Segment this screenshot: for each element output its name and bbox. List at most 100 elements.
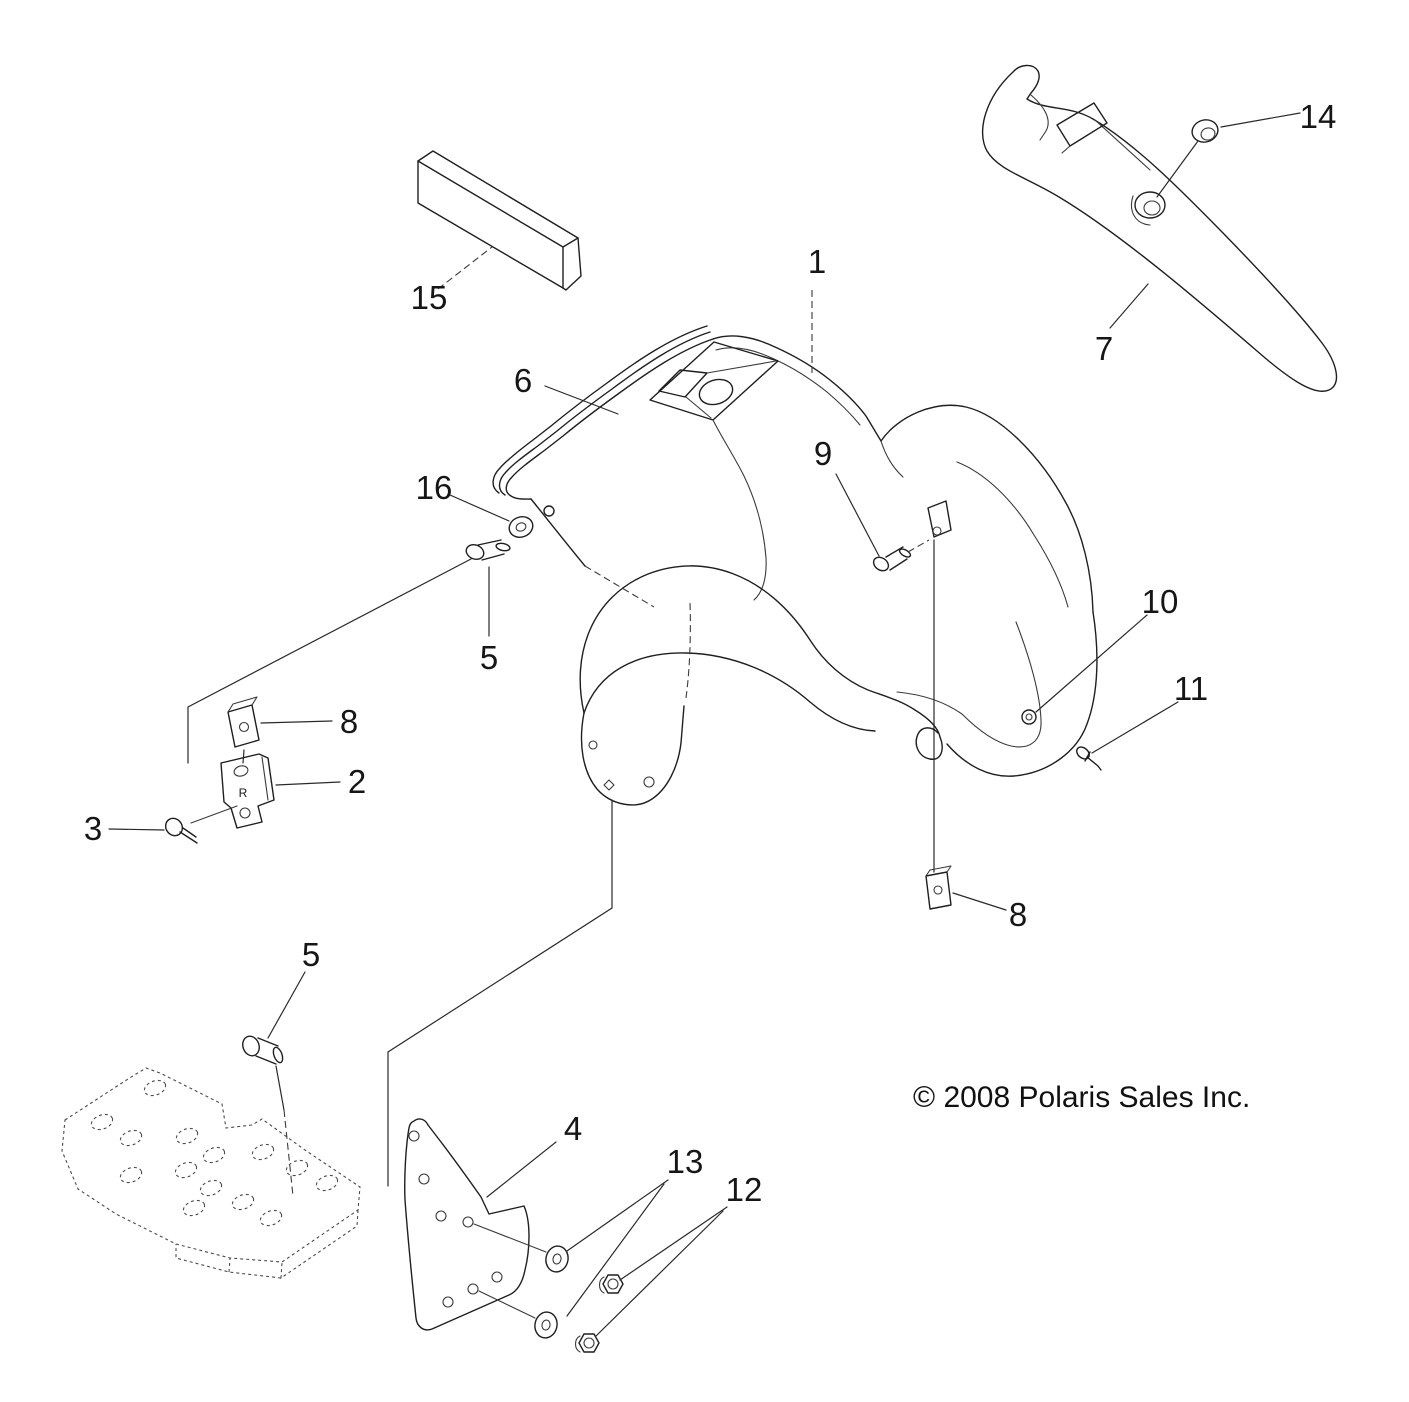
foam-strip-top-face: [417, 150, 579, 248]
bolt-5a-shank: [477, 539, 505, 561]
bracket-2-fold: [261, 756, 269, 801]
grommet-to-hole-line: [1156, 140, 1199, 198]
callout-11: 11: [1174, 670, 1208, 707]
callout-5b: 5: [302, 936, 320, 973]
bolt-9-end: [898, 548, 912, 558]
footrest-hole: [231, 1193, 255, 1211]
footrest-hole: [259, 1209, 283, 1227]
callout-4: 4: [564, 1110, 582, 1147]
splash-guard-hole: [491, 1271, 503, 1283]
callout-13: 13: [667, 1143, 704, 1180]
footrest-hole: [202, 1146, 226, 1164]
flare-horn-hidden-edge: [685, 601, 691, 699]
footrest-hole: [174, 1161, 198, 1179]
footrest-hole: [199, 1179, 223, 1197]
callout-16: 16: [416, 469, 453, 506]
side-cover-panel-part: [981, 64, 1338, 392]
flare-outer-curve: [579, 565, 941, 738]
nut-12a: [602, 1274, 624, 1294]
leader-line-10: [1035, 614, 1148, 713]
footrest-hole: [119, 1129, 143, 1147]
fender-molding-line-1: [498, 331, 711, 496]
leader-line-2: [275, 781, 341, 786]
nut-12b-collar: [574, 1335, 581, 1353]
clip-nut-8b-hole: [933, 885, 943, 895]
bolt-5a-head: [465, 543, 485, 561]
wheel-arch-inner-line: [956, 461, 1069, 608]
leader-line-4: [486, 1141, 557, 1198]
fender-left-edge: [505, 338, 714, 500]
screw-3-threads: [179, 827, 198, 844]
side-panel-hole-swirl: [1131, 195, 1151, 226]
flare-hook-tail: [915, 727, 943, 760]
leader-line-3: [108, 828, 165, 831]
fender-mount-tab-hole: [932, 526, 942, 536]
nut-12b: [578, 1333, 600, 1353]
callout-9: 9: [814, 435, 832, 472]
footrest-hole: [251, 1143, 275, 1161]
splash-guard-hole: [442, 1296, 454, 1308]
front-fender-part: [492, 290, 1098, 873]
callout-1: 1: [808, 243, 826, 280]
fender-hem-line: [896, 621, 1042, 748]
splash-guard-hole: [467, 1283, 479, 1295]
callout-7: 7: [1095, 330, 1113, 367]
witness-panel-line: [387, 799, 613, 1187]
side-panel-flap-edge: [1061, 145, 1071, 154]
leader-line-8b: [952, 892, 1007, 911]
callout-5a: 5: [480, 639, 498, 676]
fender-right-edge: [946, 611, 1098, 777]
fender-lower-left-edge: [530, 498, 586, 567]
clip-nut-8a-hole: [238, 721, 250, 733]
washer-16-inner: [515, 522, 527, 532]
splash-guard-hole: [408, 1130, 420, 1142]
grommet-inner: [1200, 127, 1216, 141]
left-hardware-group: R: [108, 494, 534, 844]
leader-line-16: [449, 494, 510, 522]
fender-mount-tab: [927, 500, 952, 538]
leader-line-13b: [566, 1183, 665, 1317]
fender-molding-line-2: [492, 325, 708, 494]
screw-3-head: [164, 817, 184, 837]
leader-line-15: [437, 246, 493, 290]
clip-nut-8b-body: [925, 871, 952, 910]
fender-recess-channel-top: [706, 360, 777, 374]
bracket-2-slot: [233, 765, 249, 777]
splash-guard-outline: [404, 1118, 530, 1331]
washer-16: [508, 516, 534, 538]
fender-top-edge: [712, 335, 882, 442]
bolt-5b-shank: [255, 1037, 279, 1065]
callout-3: 3: [84, 810, 102, 847]
callout-6: 6: [514, 362, 532, 399]
wheel-arch-left-edge: [880, 440, 904, 478]
footrest-hole: [143, 1079, 167, 1097]
side-panel-claw-line: [1030, 94, 1049, 141]
hole-to-washer-13b: [478, 1290, 536, 1319]
footrest-hole: [315, 1174, 339, 1192]
bolt-5b-end: [272, 1046, 284, 1064]
fender-flare-part: [579, 565, 943, 806]
rivet-10: [1021, 709, 1037, 725]
fender-top-inner-line: [715, 347, 861, 426]
bolt-5b-witness-hidden: [283, 1109, 294, 1197]
leader-line-12a: [619, 1206, 728, 1281]
leader-line-5b: [267, 971, 306, 1039]
washer-13b: [534, 1311, 558, 1339]
nut-12a-collar: [598, 1276, 605, 1294]
bolt-5b-witness: [275, 1065, 285, 1111]
callout-10: 10: [1142, 583, 1179, 620]
washer-13b-inner: [541, 1319, 551, 1331]
screw-3-to-bracket: [190, 805, 238, 824]
clip-nut-8a-top: [227, 696, 258, 713]
nut-12b-hole: [583, 1337, 595, 1349]
leader-line-11: [1091, 701, 1179, 754]
fender-lower-left-hidden: [584, 565, 655, 608]
foam-strip-end-face: [562, 237, 582, 291]
splash-guard-hole: [435, 1210, 447, 1222]
footrest-thickness: [175, 1209, 359, 1280]
fender-small-hole: [543, 505, 555, 517]
flare-horn: [580, 705, 685, 806]
clip-nut-8b-top: [925, 865, 952, 877]
flare-hole-1: [588, 740, 598, 750]
